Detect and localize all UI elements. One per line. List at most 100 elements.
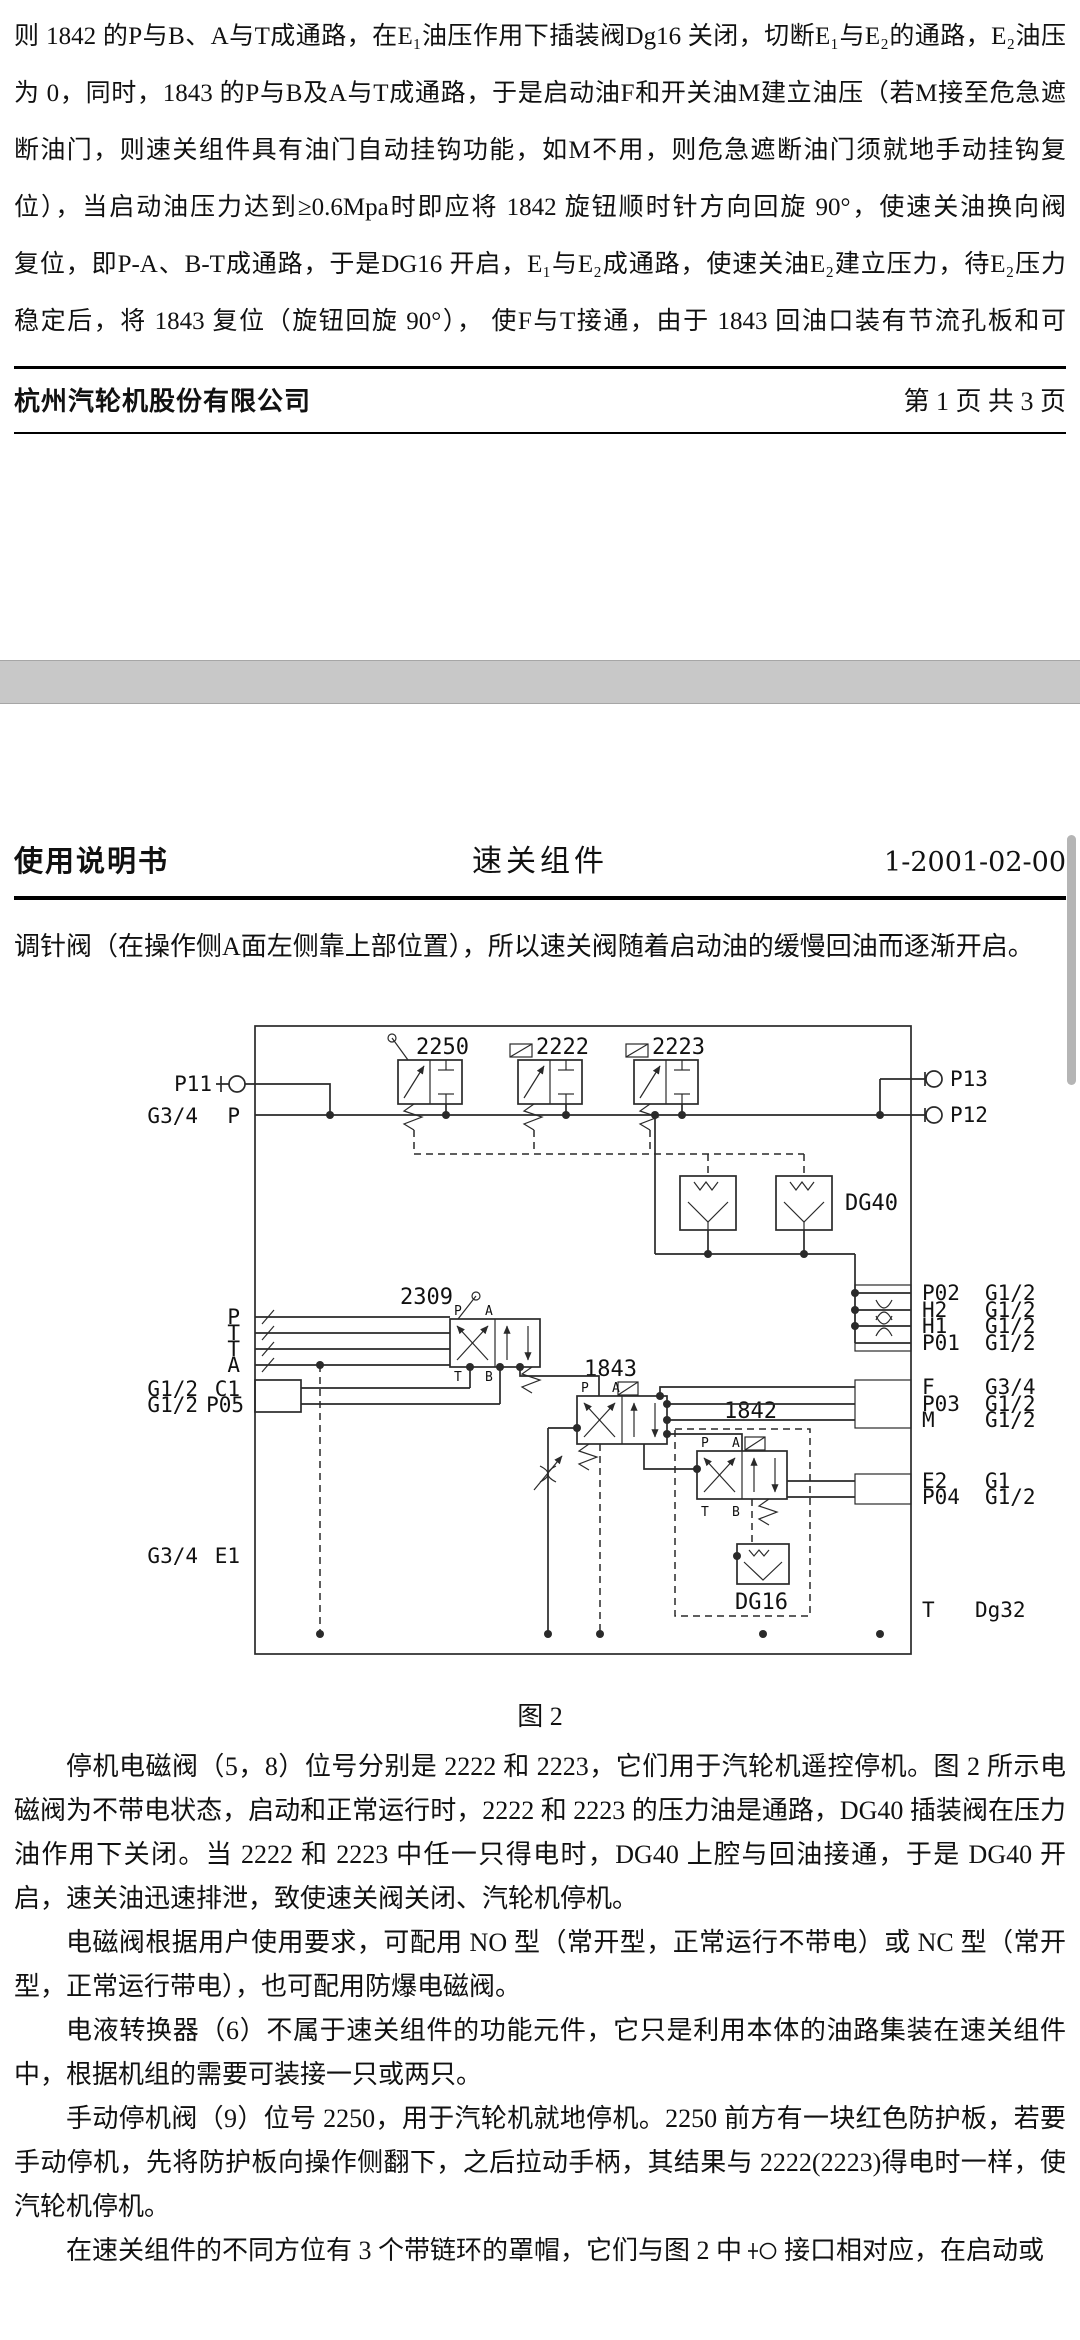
partial-text-prefix: 在速关组件的不同方位有 3 个带链环的罩帽，它们与图 2 中	[66, 2236, 743, 2265]
subassembly-outline	[674, 1428, 811, 1617]
port-label-t1: T	[227, 1321, 240, 1345]
adjustable-arrow-icon	[533, 1455, 563, 1491]
spring-icon	[693, 1181, 719, 1191]
orifice-icon	[875, 1315, 893, 1337]
body-paragraph: 电液转换器（6）不属于速关组件的功能元件，它只是利用本体的油路集装在速关组件中，…	[14, 2016, 1066, 2089]
connection-lines	[216, 1070, 943, 1634]
port-size-h2: G1/2	[985, 1298, 1036, 1322]
port-size-m: G1/2	[985, 1408, 1036, 1432]
cartridge-dg16	[736, 1543, 790, 1585]
header-doc-number: 1-2001-02-00	[884, 847, 1067, 878]
port-label-p11: P11	[174, 1072, 212, 1096]
pilot-lines	[319, 1130, 811, 1634]
p13-coupling-icon	[925, 1070, 943, 1088]
port-block-right-2	[854, 1379, 912, 1429]
scrollbar-thumb[interactable]	[1067, 835, 1076, 1085]
body-paragraphs: 停机电磁阀（5，8）位号分别是 2222 和 2223，它们用于汽轮机遥控停机。…	[14, 1745, 1066, 2273]
port-letter: P	[701, 1436, 709, 1451]
mounting-hatch	[261, 1309, 275, 1373]
port-label-h2: H2	[922, 1298, 947, 1322]
port-size-e2: G1	[985, 1469, 1010, 1493]
valve-label-dg16: DG16	[735, 1590, 788, 1615]
valve-label-2250: 2250	[416, 1035, 469, 1060]
company-name: 杭州汽轮机股份有限公司	[14, 387, 312, 416]
body-line: 断油门，则速关组件具有油门自动挂钩功能，如M不用，则危急遮断油门须就地手动挂钩复	[14, 137, 1066, 164]
port-label-a: A	[227, 1353, 240, 1377]
body-line: 为 0，同时，1843 的P与B及A与T成通路，于是启动油F和开关油M建立油压（…	[14, 80, 1066, 107]
page-2: 使用说明书 速关组件 1-2001-02-00 调针阀（在操作侧A面左侧靠上部位…	[0, 836, 1080, 2340]
junction-dots	[316, 1111, 884, 1638]
port-letter: T	[701, 1505, 709, 1520]
valve-1843-symbol	[576, 1381, 668, 1471]
port-label-m: M	[922, 1408, 935, 1432]
port-label-p2: P	[227, 1305, 240, 1329]
port-block-c1-p05	[254, 1379, 302, 1413]
port-label-f: F	[922, 1375, 935, 1399]
port-letter: B	[732, 1505, 740, 1520]
port-label-p04: P04	[922, 1485, 960, 1509]
port-size-p01: G1/2	[985, 1331, 1036, 1355]
port-label-e2: E2	[922, 1469, 947, 1493]
footer-rule-bottom	[14, 432, 1066, 434]
spring-icon	[748, 1549, 770, 1557]
valve-label-2223: 2223	[652, 1035, 705, 1060]
header-doc-type: 使用说明书	[14, 846, 170, 878]
port-size-p: G3/4	[147, 1104, 198, 1128]
port-letter: T	[454, 1370, 462, 1385]
body-line: 则 1842 的P与B、A与T成通路，在E₁油压作用下插装阀Dg16 关闭，切断…	[14, 23, 1066, 50]
right-port-labels: P13 P12 P02 G1/2 H2 G1/2 H1 G1/2 P01 G1/…	[922, 1067, 1036, 1622]
port-label-c1: C1	[215, 1377, 240, 1401]
port-letter: P	[454, 1304, 462, 1319]
port-block-right-3	[854, 1473, 912, 1505]
port-label-e1: E1	[215, 1544, 240, 1568]
spring-icon	[520, 1366, 542, 1394]
chain-cap-port-icon	[748, 2242, 777, 2260]
header-title: 速关组件	[472, 845, 608, 878]
port-letter: A	[485, 1304, 493, 1319]
valve-label-2222: 2222	[536, 1035, 589, 1060]
page-number-info: 第 1 页 共 3 页	[903, 387, 1066, 416]
port-size-p04: G1/2	[985, 1485, 1036, 1509]
partial-text-suffix: 接口相对应，在启动或	[784, 2236, 1045, 2265]
port-size-t: Dg32	[975, 1598, 1026, 1622]
p12-coupling-icon	[925, 1106, 943, 1124]
spring-icon	[402, 1103, 424, 1131]
port-label-t: T	[922, 1598, 935, 1622]
valve-label-dg40: DG40	[845, 1191, 898, 1216]
hydraulic-schematic: 2250 2222 2223 DG40	[147, 1025, 1036, 1655]
port-size-f: G3/4	[985, 1375, 1036, 1399]
body-paragraph: 电磁阀根据用户使用要求，可配用 NO 型（常开型，正常运行不带电）或 NC 型（…	[14, 1928, 1066, 2001]
manual-lever-icon	[471, 1291, 481, 1301]
body-paragraph-partial: 在速关组件的不同方位有 3 个带链环的罩帽，它们与图 2 中 接口相对应，在启动或	[14, 2229, 1066, 2273]
cartridge-dg40-2	[775, 1175, 833, 1231]
valve-2309-symbol	[449, 1291, 542, 1394]
page-1: 则 1842 的P与B、A与T成通路，在E₁油压作用下插装阀Dg16 关闭，切断…	[0, 0, 1080, 660]
body-paragraph: 停机电磁阀（5，8）位号分别是 2222 和 2223，它们用于汽轮机遥控停机。…	[14, 1752, 1066, 1913]
page-gap	[0, 660, 1080, 704]
schematic-border	[254, 1025, 912, 1655]
intro-paragraph: 调针阀（在操作侧A面左侧靠上部位置），所以速关阀随着启动油的缓慢回油而逐渐开启。	[14, 932, 1034, 961]
port-block-right-1	[854, 1284, 912, 1352]
solenoid-icon	[509, 1043, 533, 1058]
port-label-p: P	[227, 1104, 240, 1128]
port-letter: P	[581, 1381, 589, 1396]
spring-icon	[757, 1498, 779, 1526]
valve-2222-symbol	[509, 1043, 583, 1131]
port-size-e1: G3/4	[147, 1544, 198, 1568]
knob-icon	[617, 1381, 639, 1396]
port-label-p13: P13	[950, 1067, 988, 1091]
port-size-p02: G1/2	[985, 1281, 1036, 1305]
figure-caption: 图 2	[517, 1702, 563, 1731]
spring-icon	[522, 1103, 544, 1131]
solenoid-icon	[625, 1043, 649, 1058]
page-footer: 杭州汽轮机股份有限公司 第 1 页 共 3 页	[14, 381, 1066, 418]
port-size-p03: G1/2	[985, 1392, 1036, 1416]
port-letter: A	[612, 1381, 620, 1396]
port-letter: B	[485, 1370, 493, 1385]
port-size-c1: G1/2	[147, 1377, 198, 1401]
manual-lever-icon	[387, 1033, 397, 1043]
valve-2223-symbol	[625, 1043, 699, 1131]
cartridge-dg40-1	[679, 1175, 737, 1231]
port-label-p01: P01	[922, 1331, 960, 1355]
